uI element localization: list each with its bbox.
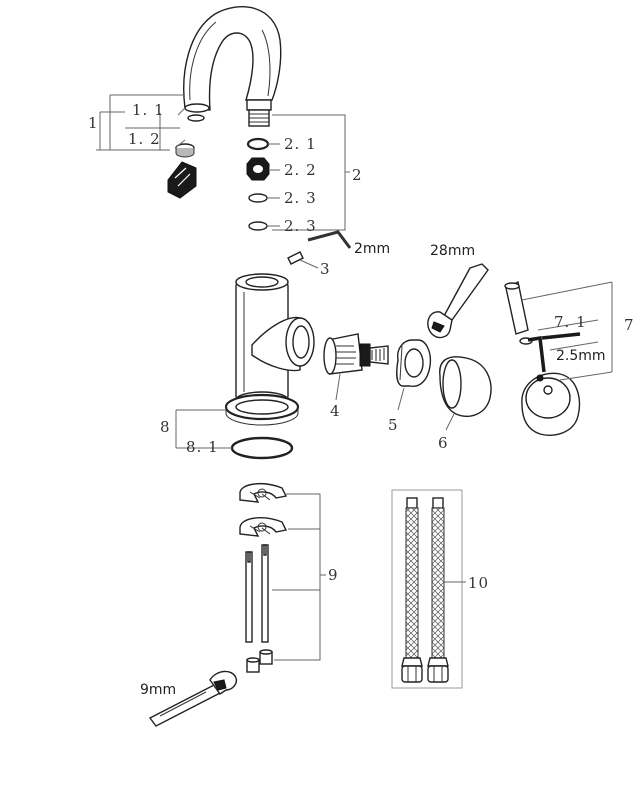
part-9-nuts <box>246 649 273 673</box>
label-5: 5 <box>388 416 399 434</box>
part-8-1-oring <box>230 436 294 460</box>
label-6: 6 <box>438 434 449 452</box>
label-2-3a: 2. 3 <box>284 189 317 207</box>
label-9mm: 9mm <box>140 682 176 698</box>
label-2mm: 2mm <box>354 241 390 257</box>
leader-5 <box>397 387 405 411</box>
label-1-1: 1. 1 <box>132 101 165 119</box>
label-10: 10 <box>468 574 489 592</box>
label-2-5mm: 2.5mm <box>556 348 606 364</box>
part-2-1-oring <box>246 137 270 151</box>
label-2-1: 2. 1 <box>284 135 317 153</box>
hex-key-2mm-icon <box>307 230 352 249</box>
part-3-grub-screw <box>287 251 304 265</box>
wrench-9mm-icon <box>148 670 238 727</box>
part-4-cartridge <box>323 333 389 375</box>
adjustable-wrench-28mm-icon <box>427 263 489 339</box>
part-7-handle <box>504 280 581 436</box>
part-8-callout <box>175 409 232 449</box>
label-2: 2 <box>352 166 363 184</box>
part-6-sleeve <box>439 356 492 417</box>
label-1-2: 1. 2 <box>128 130 161 148</box>
label-7: 7 <box>624 316 635 334</box>
spout-thread-connector <box>246 99 272 127</box>
leader-6 <box>445 413 455 431</box>
part-7-callout <box>521 281 613 381</box>
label-9: 9 <box>328 566 339 584</box>
part-8-base-seal <box>224 393 300 426</box>
hex-key-2-5mm-icon <box>527 332 581 373</box>
hose-left <box>401 497 423 683</box>
label-2-3b: 2. 3 <box>284 217 317 235</box>
faucet-body <box>235 273 315 409</box>
label-2-2: 2. 2 <box>284 161 317 179</box>
spout <box>183 6 282 113</box>
part-1-aerator-group <box>167 114 205 199</box>
leader-1-2c <box>174 139 186 149</box>
part-2-callout <box>268 114 350 231</box>
leader-4 <box>335 373 341 401</box>
hose-right <box>427 497 449 683</box>
label-1: 1 <box>88 114 99 132</box>
label-3: 3 <box>320 260 331 278</box>
label-4: 4 <box>330 402 341 420</box>
label-28mm: 28mm <box>430 243 475 259</box>
label-7-1: 7. 1 <box>554 313 587 331</box>
part-2-3b-washer <box>248 221 268 231</box>
part-9-mounting-plates <box>239 482 288 537</box>
part-9-callout <box>272 493 326 661</box>
label-8-1: 8. 1 <box>186 438 219 456</box>
label-8: 8 <box>160 418 171 436</box>
part-2-seals <box>246 137 270 231</box>
part-9-threaded-rods <box>245 544 269 643</box>
part-1-1-washer <box>187 114 205 122</box>
part-5-cartridge-nut <box>396 339 432 387</box>
part-2-3a-washer <box>248 193 268 203</box>
leader-1-1b <box>177 107 186 116</box>
part-10-hoses <box>391 489 463 689</box>
leader-3 <box>299 259 319 269</box>
part-1-aerator-body <box>167 161 197 199</box>
